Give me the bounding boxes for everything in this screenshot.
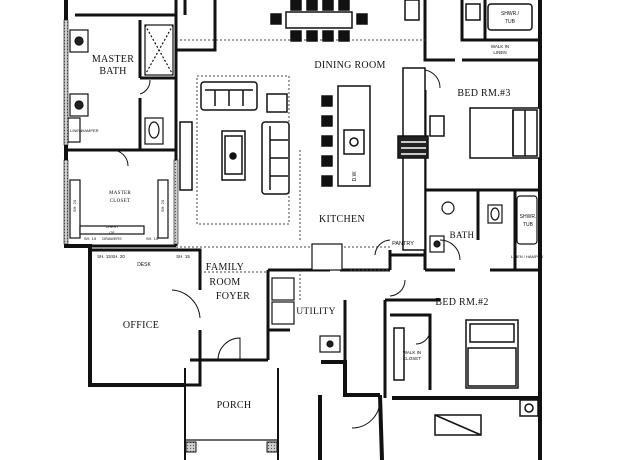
label-shelf-2: SH. 20 [111,254,125,259]
kitchen-counter [397,0,429,251]
master-bath-fixtures [67,24,174,239]
hatched-walls [63,19,179,245]
label-walk-in-linen-2: LINEN [493,50,506,55]
label-master-bath-1: MASTER [92,54,134,65]
label-shwr-tub-top-2: TUB [505,19,516,25]
kitchen-island [321,85,371,187]
label-office: OFFICE [123,320,159,331]
label-dining-room: DINING ROOM [314,60,385,71]
label-foyer: FOYER [216,291,250,302]
bath-fixtures [429,195,538,253]
label-chest-2: OF [109,231,115,235]
bed2-furniture [393,319,539,436]
dining-table [270,0,368,42]
label-walk-in-closet-2: CLOSET [403,356,421,361]
label-dw: D.W. [352,171,358,182]
label-bath: BATH [450,230,475,240]
label-walk-in-linen-1: WALK IN [491,44,509,49]
label-bed2: BED RM.#2 [435,297,488,308]
door-swings [111,69,461,429]
dotted-lines [176,39,425,300]
label-master-bath-2: BATH [99,66,126,77]
label-linen-hamper-left-1: LINEN [70,128,82,133]
label-desk: DESK [137,262,151,268]
label-shwr-tub-bath-1: SHWR. [520,214,537,220]
label-linen-hamper-bath: LINEN / HAMPER [511,254,543,259]
bed3-furniture [429,3,541,159]
label-closet-sh-1: SH. 20 [72,199,77,212]
room-labels: MASTER BATH DINING ROOM BED RM.#3 SHWR./… [70,11,543,411]
label-walk-in-closet-1: WALK IN [403,350,421,355]
label-bed3: BED RM.#3 [457,88,510,99]
label-master-closet-2: CLOSET [110,199,131,204]
living-furniture [179,81,290,195]
label-shelf-3: SH. 15 [176,254,190,259]
label-family-2: ROOM [209,277,240,288]
label-pantry: PANTRY [392,241,414,247]
label-master-closet-1: MASTER [109,191,131,196]
label-shwr-tub-bath-2: TUB [523,222,534,228]
porch [184,368,279,460]
label-closet-sh-4: SH. 15 [146,236,159,241]
label-linen-hamper-left-2: HAMPER [81,128,98,133]
label-chest-1: CHEST [106,225,120,229]
utility-fixtures [271,243,343,353]
label-utility: UTILITY [296,307,336,317]
label-closet-sh-2: SH. 20 [160,199,165,212]
label-kitchen: KITCHEN [319,214,365,225]
label-family-1: FAMILY [206,262,244,273]
label-porch: PORCH [217,400,252,411]
label-shwr-tub-top-1: SHWR./ [501,11,520,17]
interior-walls [64,0,540,398]
label-shelf-1: SH. 15 [97,254,111,259]
label-chest-3: DRAWERS [102,237,122,241]
label-closet-sh-3: SH. 15 [84,236,97,241]
